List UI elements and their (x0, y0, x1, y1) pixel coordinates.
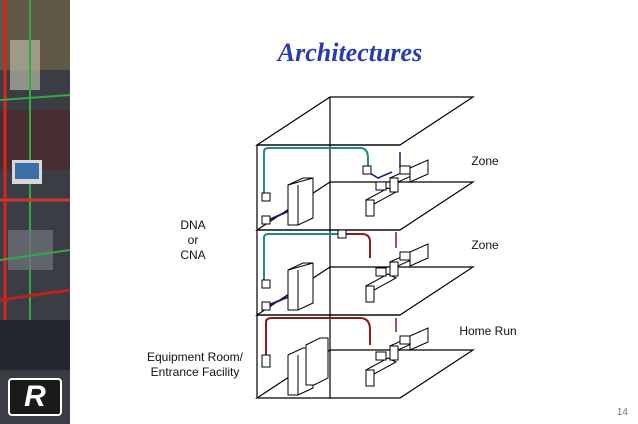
decorative-sidebar: R (0, 0, 70, 424)
roof (254, 96, 476, 146)
dna-label-line3: CNA (180, 248, 206, 262)
company-logo: R (8, 378, 62, 416)
home-run-label: Home Run (459, 324, 517, 338)
floor-1-home-run-cabling (261, 317, 429, 396)
zone-label-top: Zone (471, 154, 499, 168)
dna-cna-label: DNA or CNA (168, 218, 218, 263)
floor-2-zone-cabling (261, 229, 429, 311)
zone-label-middle: Zone (471, 238, 499, 252)
equipment-label-line1: Equipment Room/ (146, 350, 244, 364)
page-number: 14 (616, 407, 628, 418)
page-title: Architectures (277, 38, 423, 67)
floor-3-zone-cabling (261, 147, 429, 226)
dna-label-line1: DNA (180, 218, 206, 232)
dna-label-line2: or (187, 233, 199, 247)
equipment-label-line2: Entrance Facility (150, 365, 240, 379)
building-photo-graphic (0, 0, 70, 424)
equipment-room-label: Equipment Room/ Entrance Facility (140, 350, 250, 380)
